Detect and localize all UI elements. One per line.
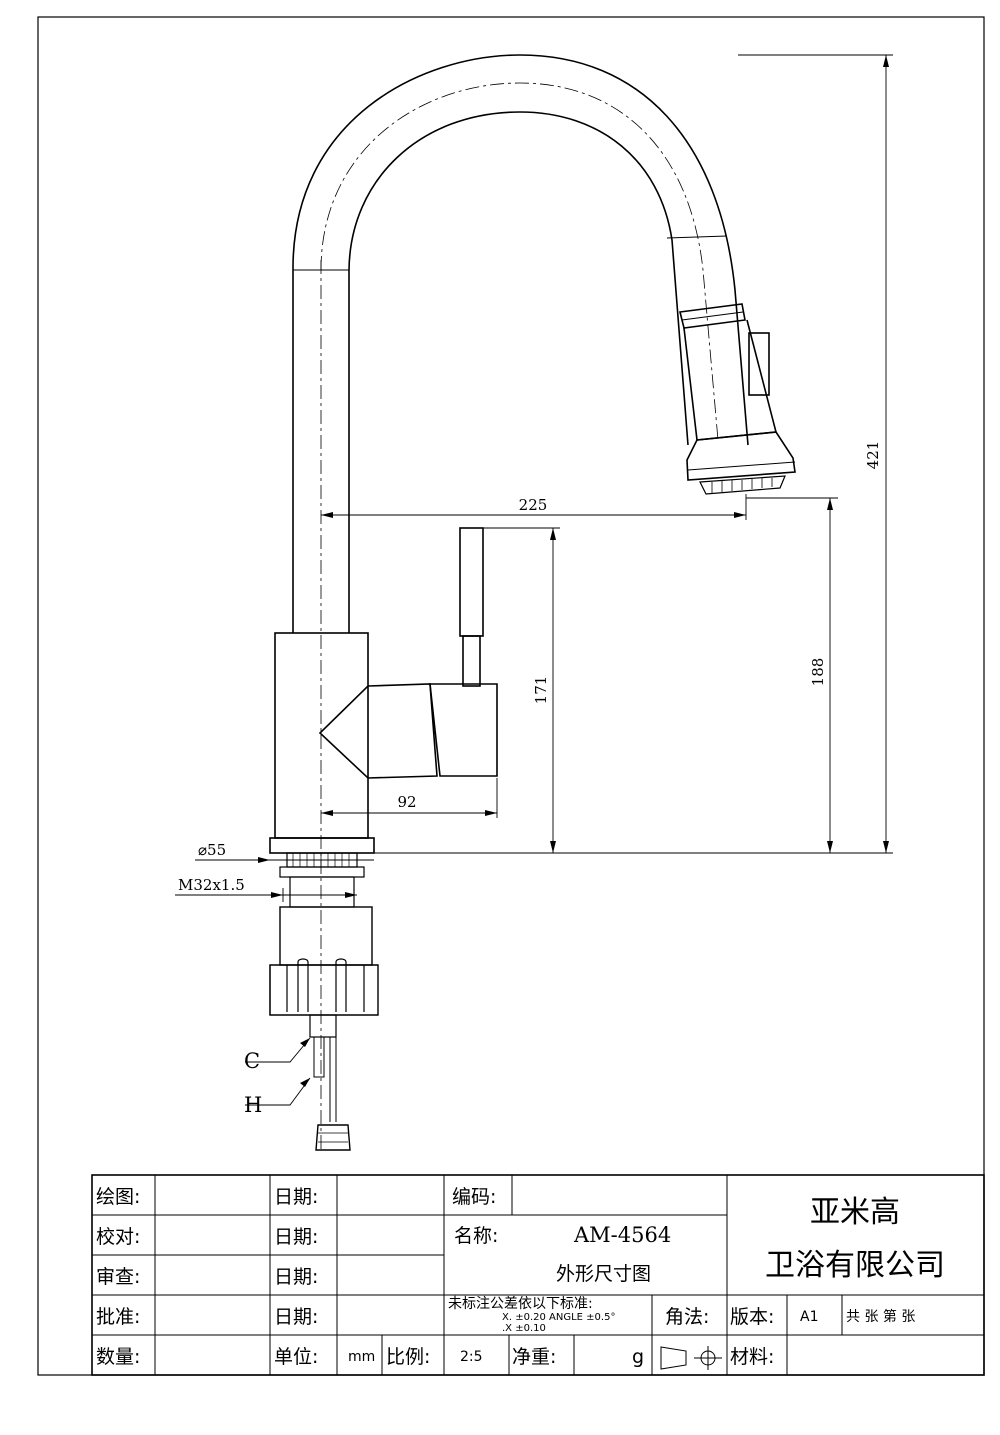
- handle-stem: [462, 635, 481, 687]
- model-number: AM-4564: [573, 1223, 671, 1247]
- scale-label: 比例:: [386, 1346, 430, 1368]
- company-name-line-1: 亚米高: [810, 1195, 900, 1230]
- handle-cartridge: [318, 683, 438, 779]
- code-label: 编码:: [452, 1186, 496, 1208]
- dim-total-height: 421: [864, 441, 882, 470]
- unit-value: mm: [348, 1349, 375, 1365]
- weight-label: 净重:: [512, 1346, 556, 1368]
- date-label-4: 日期:: [274, 1306, 318, 1328]
- spray-head-ring: [679, 303, 746, 329]
- tolerance-line-1: X. ±0.20 ANGLE ±0.5°: [502, 1312, 615, 1323]
- checked-label: 校对:: [96, 1226, 140, 1248]
- dim-spout-height: 188: [809, 658, 827, 687]
- dim-base-diameter: ⌀55: [198, 841, 226, 859]
- hose-hot-cold: [313, 1036, 325, 1078]
- drawn-label: 绘图:: [96, 1186, 140, 1208]
- angle-label: 角法:: [665, 1306, 709, 1328]
- faucet-outline: [269, 54, 796, 1151]
- scale-value: 2:5: [460, 1349, 483, 1365]
- dimension-lines: [175, 54, 893, 1106]
- approved-label: 批准:: [96, 1306, 140, 1328]
- dim-handle-reach: 92: [397, 793, 416, 811]
- dim-handle-height: 171: [532, 676, 550, 705]
- spray-button: [748, 332, 770, 396]
- unit-label: 单位:: [274, 1346, 318, 1368]
- hose-connector: [309, 1014, 337, 1038]
- label-cold: C: [244, 1049, 260, 1073]
- tolerance-title: 未标注公差依以下标准:: [448, 1296, 593, 1312]
- reviewed-label: 审查:: [96, 1266, 140, 1288]
- dim-reach: 225: [519, 496, 548, 514]
- handle-lever: [459, 527, 484, 637]
- sheet-count: 共 张 第 张: [846, 1308, 915, 1325]
- weight-unit: g: [632, 1346, 644, 1368]
- spray-head-face: [686, 431, 796, 481]
- name-label: 名称:: [454, 1225, 498, 1247]
- drawing-name: 外形尺寸图: [556, 1263, 651, 1285]
- title-block: [91, 1174, 985, 1376]
- spout-inner: [348, 111, 689, 633]
- version-value: A1: [800, 1309, 818, 1325]
- date-label-1: 日期:: [274, 1186, 318, 1208]
- hose-nut: [315, 1124, 351, 1151]
- mounting-washer: [289, 876, 355, 908]
- dimension-arrows: [258, 55, 889, 1087]
- quantity-label: 数量:: [96, 1346, 140, 1368]
- mounting-nut: [279, 906, 373, 966]
- date-label-3: 日期:: [274, 1266, 318, 1288]
- tolerance-line-2: .X ±0.10: [502, 1323, 546, 1334]
- version-label: 版本:: [730, 1306, 774, 1328]
- handle-base: [429, 683, 498, 777]
- projection-symbol: [660, 1346, 722, 1370]
- page-frame: [37, 16, 985, 1376]
- label-hot: H: [244, 1093, 262, 1117]
- base-plate: [269, 837, 375, 854]
- company-name-line-2: 卫浴有限公司: [765, 1248, 945, 1283]
- spout-outer: [292, 54, 749, 633]
- dim-thread: M32x1.5: [178, 876, 245, 894]
- date-label-2: 日期:: [274, 1226, 318, 1248]
- material-label: 材料:: [730, 1346, 774, 1368]
- center-lines: [320, 82, 719, 1150]
